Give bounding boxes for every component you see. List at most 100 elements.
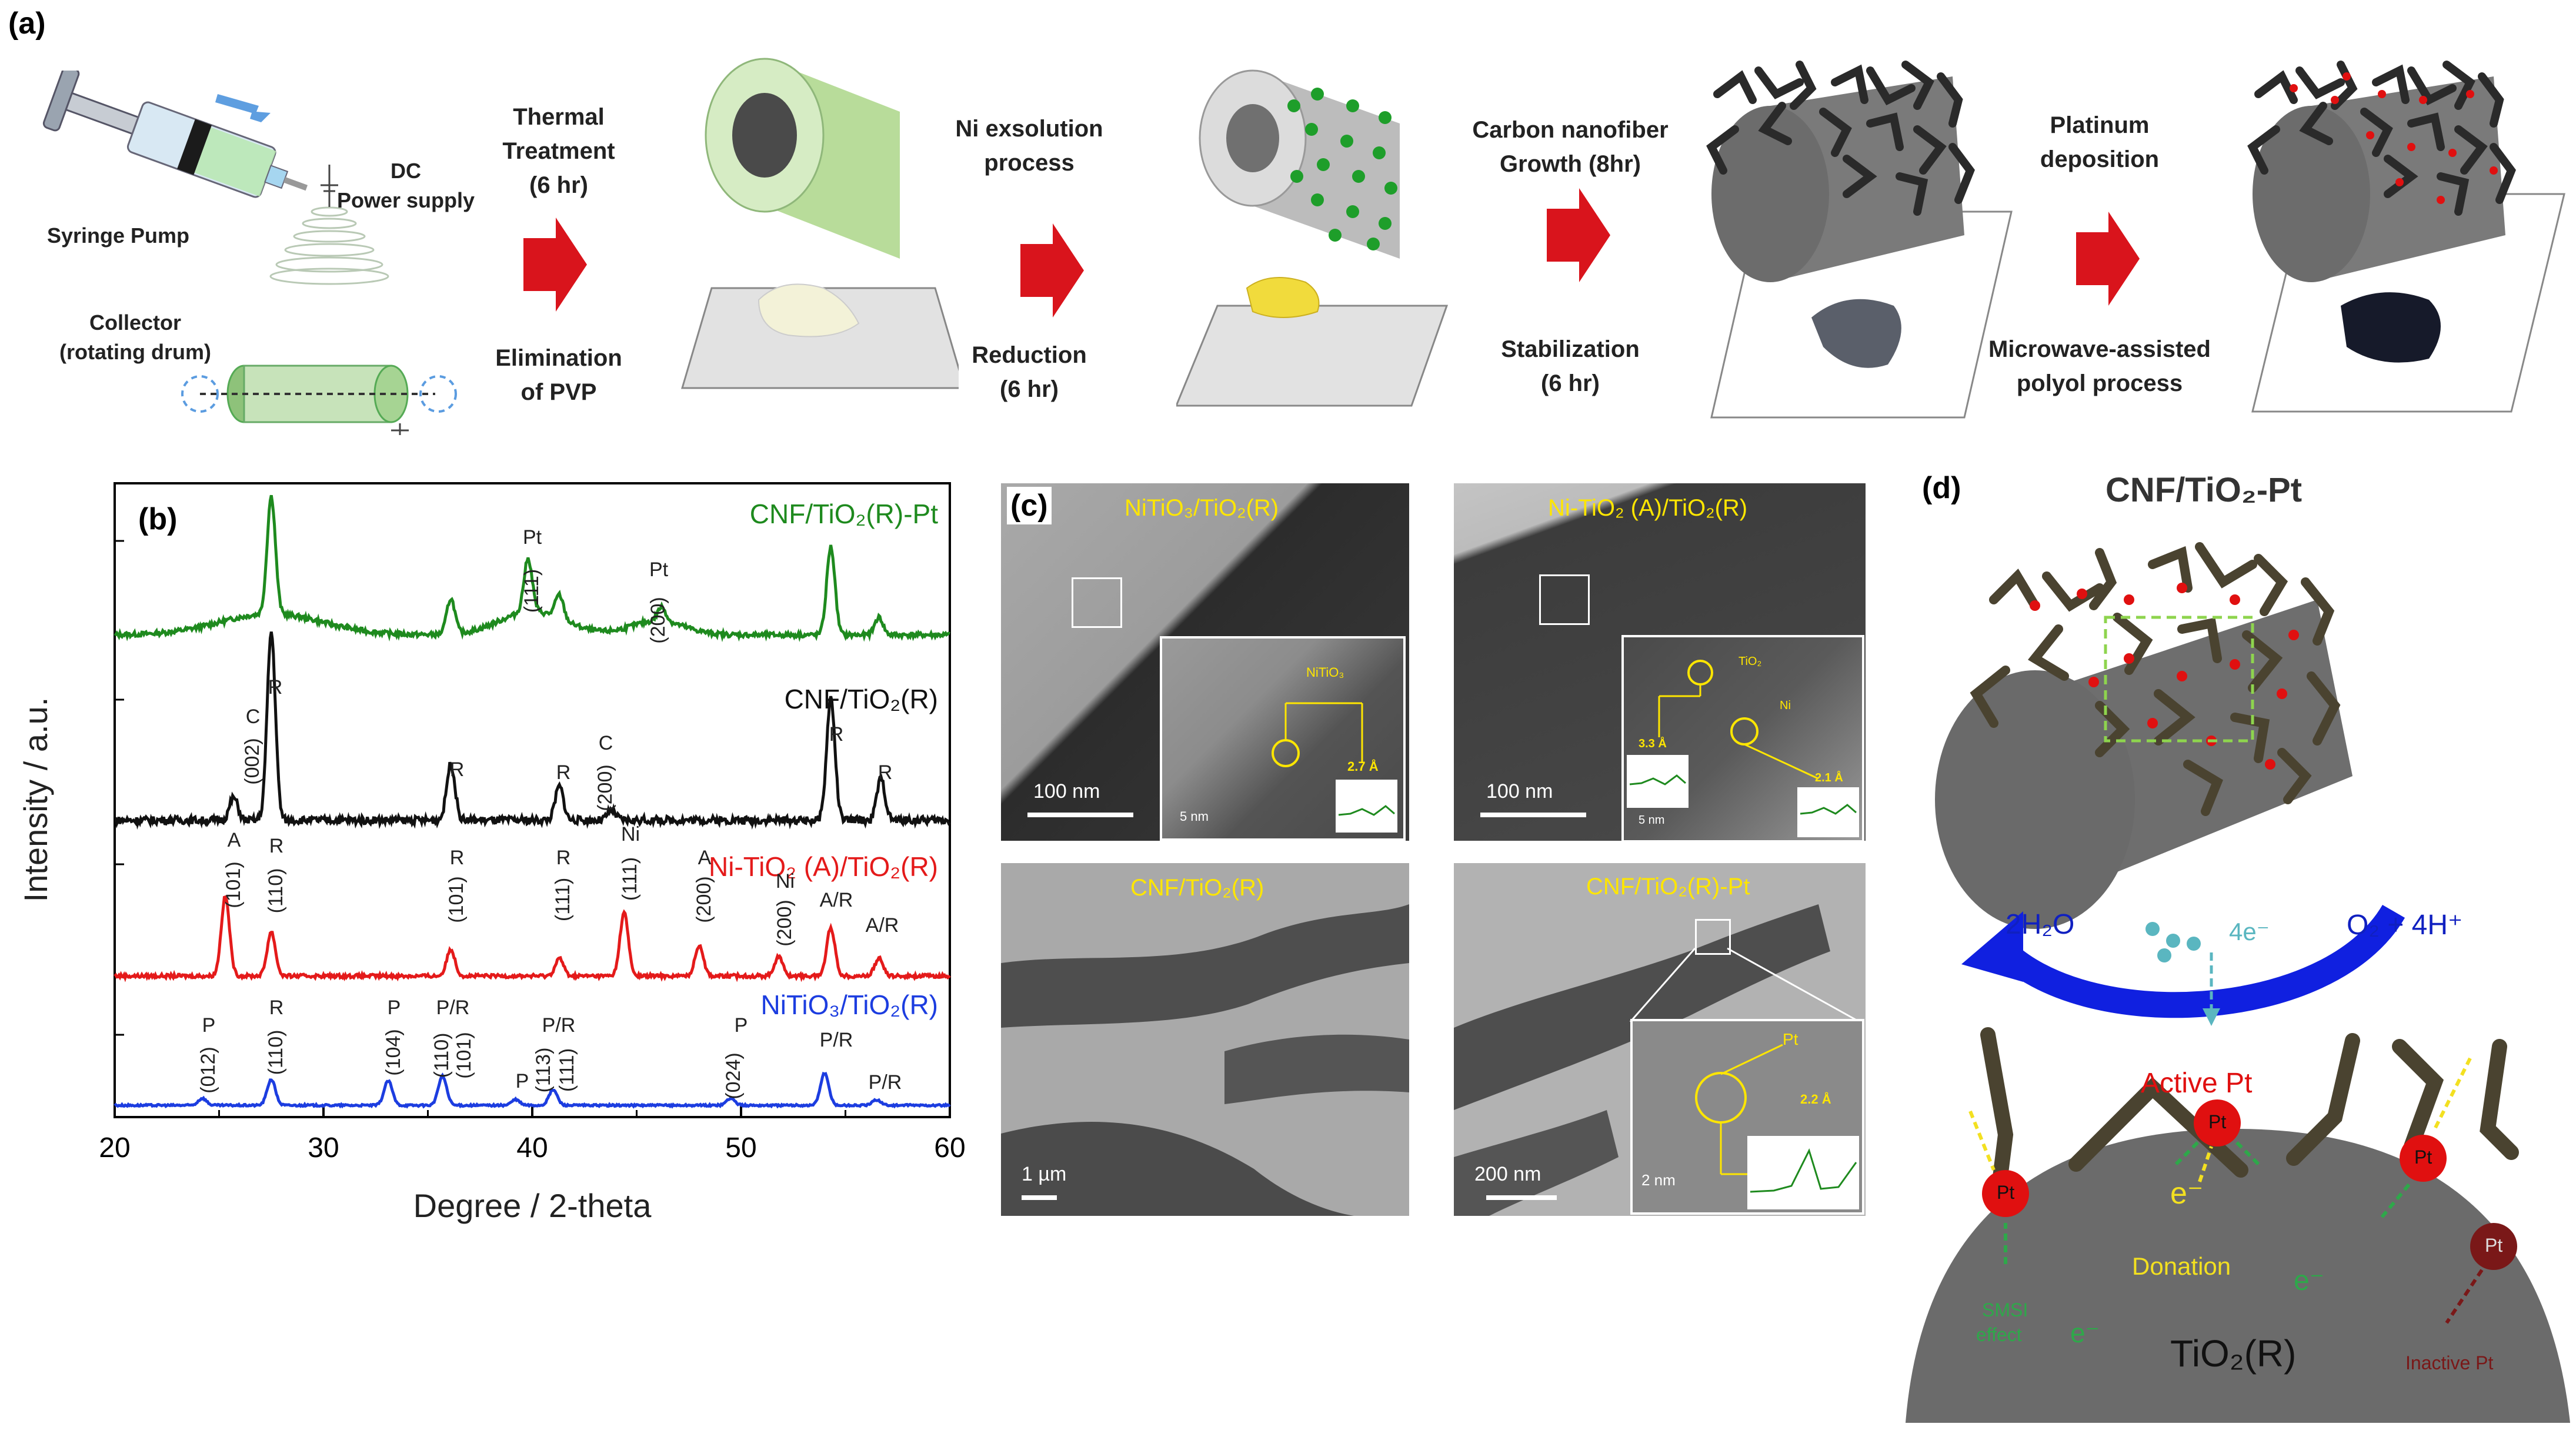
inset-4: Pt 2.2 Å 2 nm (1630, 1019, 1864, 1215)
zoom-box (2104, 616, 2254, 743)
peak-label: R (450, 847, 465, 869)
x-tick-label: 20 (99, 1132, 130, 1164)
step3-arrow-icon (1547, 188, 1610, 282)
peak-label: (002) (241, 738, 263, 784)
xrd-series-line (114, 895, 951, 982)
inset-1: NiTiO₃ 2.7 Å 5 nm (1160, 636, 1406, 841)
d-spacing: 2.1 Å (1815, 771, 1843, 784)
step2-top-2: process (984, 150, 1075, 176)
scale-text: 100 nm (1033, 780, 1100, 803)
peak-label: A (698, 847, 712, 869)
peak-label: (110) (265, 868, 287, 914)
step2-bottom-1: Reduction (972, 342, 1087, 368)
peak-label: C (599, 732, 613, 754)
curve-label-blue: NiTiO₃/TiO₂(R) (761, 990, 938, 1020)
step3-top-1: Carbon nanofiber (1472, 117, 1669, 143)
peak-label: (200) (693, 876, 715, 922)
scale-text: 200 nm (1474, 1163, 1541, 1185)
smsi-label-1: SMSI (1982, 1299, 2028, 1321)
peak-label: P (202, 1014, 216, 1037)
step1-arrow-icon (523, 218, 587, 312)
step3-bottom-1: Stabilization (1501, 336, 1640, 362)
d-spacing: 2.2 Å (1800, 1092, 1831, 1107)
panel-d-label: (d) (1922, 471, 1961, 505)
step2-bottom-2: (6 hr) (1000, 376, 1059, 402)
step4-bottom-2: polyol process (2016, 370, 2183, 396)
cnf-growth-illustration (1706, 61, 2013, 419)
peak-label: Ni (776, 870, 795, 893)
peak-label: P/R (436, 997, 470, 1019)
step3-top-2: Growth (8hr) (1500, 151, 1641, 177)
peak-label: (111) (520, 569, 543, 613)
collector-label-1: Collector (89, 310, 182, 335)
peak-label: P (516, 1070, 529, 1092)
step1-top-2: Treatment (502, 138, 615, 164)
d-spacing: 3.3 Å (1639, 737, 1667, 750)
peak-label: (200) (647, 597, 669, 643)
step1-bottom-2: of PVP (520, 379, 597, 405)
tem-image-1: NiTiO₃/TiO₂(R) 100 nm NiTiO₃ 2.7 Å 5 nm (1001, 483, 1409, 841)
tem-image-2: Ni-TiO₂ (A)/TiO₂(R) 100 nm TiO₂ Ni 3.3 Å… (1454, 483, 1866, 841)
peak-label: R (269, 997, 284, 1019)
electrospinning-setup (42, 71, 457, 435)
panel-a-label: (a) (8, 6, 46, 41)
support-label: TiO₂(R) (2170, 1332, 2297, 1375)
peak-label: P (735, 1014, 748, 1037)
step4-arrow-icon (2076, 212, 2140, 306)
zoom-box (1072, 577, 1122, 628)
peak-label: P/R (869, 1071, 902, 1094)
smsi-electron-label: e⁻ (2070, 1318, 2100, 1348)
inset-label: TiO₂ (1739, 655, 1762, 668)
peak-label: (113) (532, 1048, 555, 1093)
collector-label-2: (rotating drum) (59, 340, 211, 364)
step3-bottom-2: (6 hr) (1541, 370, 1600, 396)
pt-label: Pt (1997, 1182, 2015, 1203)
dc-power-label-2: Power supply (336, 188, 475, 212)
tem-image-3: CNF/TiO₂(R) 1 µm (1001, 863, 1409, 1216)
peak-label: R (268, 676, 283, 698)
peak-label: R (829, 723, 844, 746)
o2-label: O₂ + 4H⁺ (2347, 910, 2463, 941)
peak-label: (111) (552, 878, 574, 921)
x-tick-label: 50 (725, 1132, 756, 1164)
curve-label-red: Ni-TiO₂ (A)/TiO₂(R) (709, 851, 938, 882)
scale-bar (1480, 813, 1586, 817)
peak-label: (200) (773, 900, 796, 946)
mechanism-diagram (1906, 542, 2570, 1423)
peak-label: R (556, 761, 571, 784)
zoom-box (1539, 574, 1590, 625)
scale-bar (1486, 1195, 1557, 1200)
tem-title: NiTiO₃/TiO₂(R) (1125, 495, 1279, 521)
pt-deposition-illustration (2247, 61, 2565, 413)
panel-b-label: (b) (138, 502, 177, 536)
inset-label: Ni (1780, 699, 1791, 712)
inset-label: NiTiO₃ (1306, 665, 1344, 680)
panel-d-title: CNF/TiO₂-Pt (2105, 471, 2303, 509)
scale-text: 1 µm (1022, 1163, 1067, 1185)
inset-scale: 5 nm (1639, 814, 1665, 827)
y-axis-label: Intensity / a.u. (17, 697, 54, 902)
xrd-series-line (114, 1071, 951, 1109)
peak-label: R (450, 758, 465, 781)
peak-label: Pt (649, 559, 669, 581)
peak-label: (104) (382, 1029, 405, 1075)
peak-label: (200) (594, 764, 616, 811)
peak-label: P/R (820, 1029, 853, 1051)
inset-label: Pt (1783, 1030, 1798, 1048)
scale-bar (1027, 813, 1133, 817)
x-tick-label: 60 (934, 1132, 965, 1164)
pt-label: Pt (2414, 1146, 2432, 1168)
step4-top-2: deposition (2040, 146, 2160, 172)
scale-text: 100 nm (1486, 780, 1553, 803)
step4-top-1: Platinum (2050, 112, 2150, 138)
smsi-label-2: effect (1976, 1324, 2022, 1345)
x-axis-label: Degree / 2-theta (413, 1187, 652, 1224)
peak-label: R (269, 835, 284, 857)
peak-label: R (556, 847, 571, 869)
peak-label: (110) (265, 1030, 287, 1075)
x-tick-label: 30 (308, 1132, 339, 1164)
step2-top-1: Ni exsolution (955, 116, 1103, 142)
x-tick-label: 40 (516, 1132, 548, 1164)
xrd-chart: 20 30 40 50 60 Degree / 2-theta Intensity / … (17, 482, 966, 1224)
xrd-series-line (114, 494, 950, 643)
